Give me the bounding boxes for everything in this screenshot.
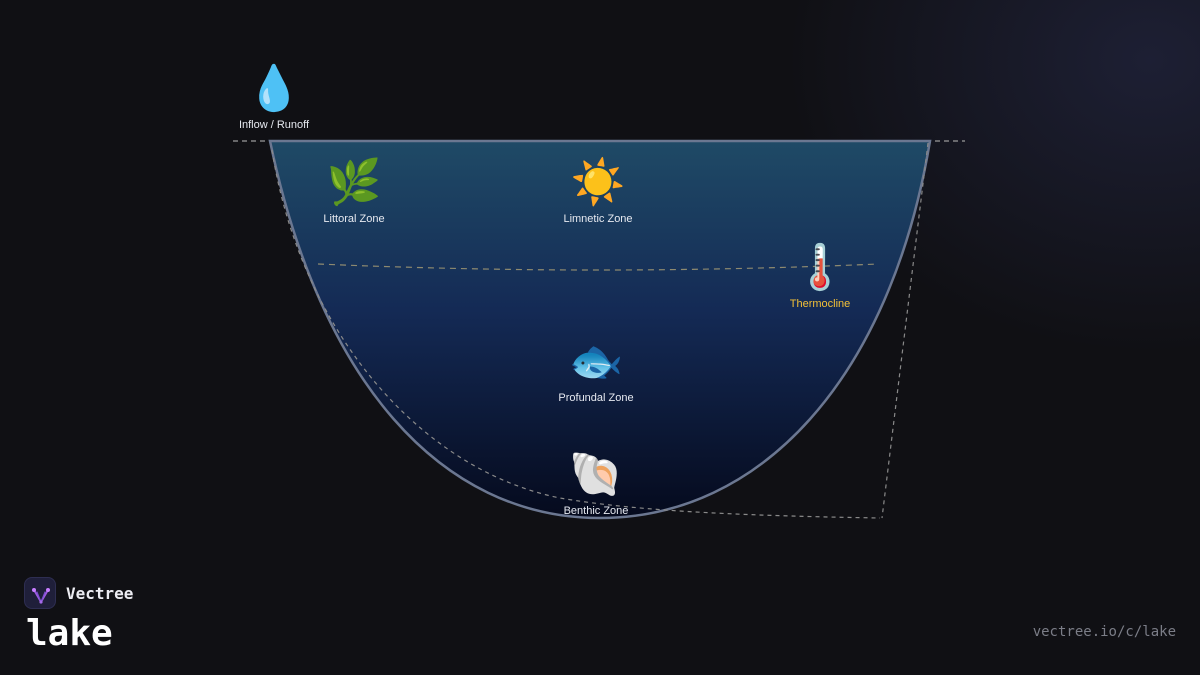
lake-water-body: [268, 139, 932, 520]
limnetic-zone-label: Limnetic Zone: [563, 213, 633, 225]
brand-name: Vectree: [66, 584, 134, 603]
inflow-node[interactable]: 💧 Inflow / Runoff: [194, 64, 354, 132]
sun-icon: ☀️: [570, 157, 626, 208]
thermocline-line: [317, 263, 879, 271]
littoral-zone-label: Littoral Zone: [323, 213, 385, 225]
fish-icon: 🐟: [568, 336, 624, 387]
shell-icon: 🐚: [568, 449, 624, 500]
thermometer-icon: 🌡️: [792, 242, 848, 293]
inflow-label: Inflow / Runoff: [238, 119, 310, 131]
limnetic-zone-node[interactable]: ☀️ Limnetic Zone: [518, 158, 678, 226]
profundal-zone-label: Profundal Zone: [558, 392, 634, 404]
right-slope-outline: [881, 142, 929, 519]
vectree-logo-icon[interactable]: [24, 577, 56, 609]
herb-icon: 🌿: [326, 157, 382, 208]
thermocline-node[interactable]: 🌡️ Thermocline: [740, 243, 900, 311]
profundal-zone-node[interactable]: 🐟 Profundal Zone: [516, 337, 676, 405]
benthic-zone-node[interactable]: 🐚 Benthic Zone: [516, 450, 676, 518]
benthic-outline: [271, 149, 881, 519]
footer-url-link[interactable]: vectree.io/c/lake: [1032, 624, 1176, 640]
droplet-icon: 💧: [246, 63, 302, 114]
littoral-zone-node[interactable]: 🌿 Littoral Zone: [274, 158, 434, 226]
page-title: lake: [26, 613, 113, 654]
thermocline-label: Thermocline: [789, 298, 851, 310]
benthic-zone-label: Benthic Zone: [563, 505, 629, 517]
